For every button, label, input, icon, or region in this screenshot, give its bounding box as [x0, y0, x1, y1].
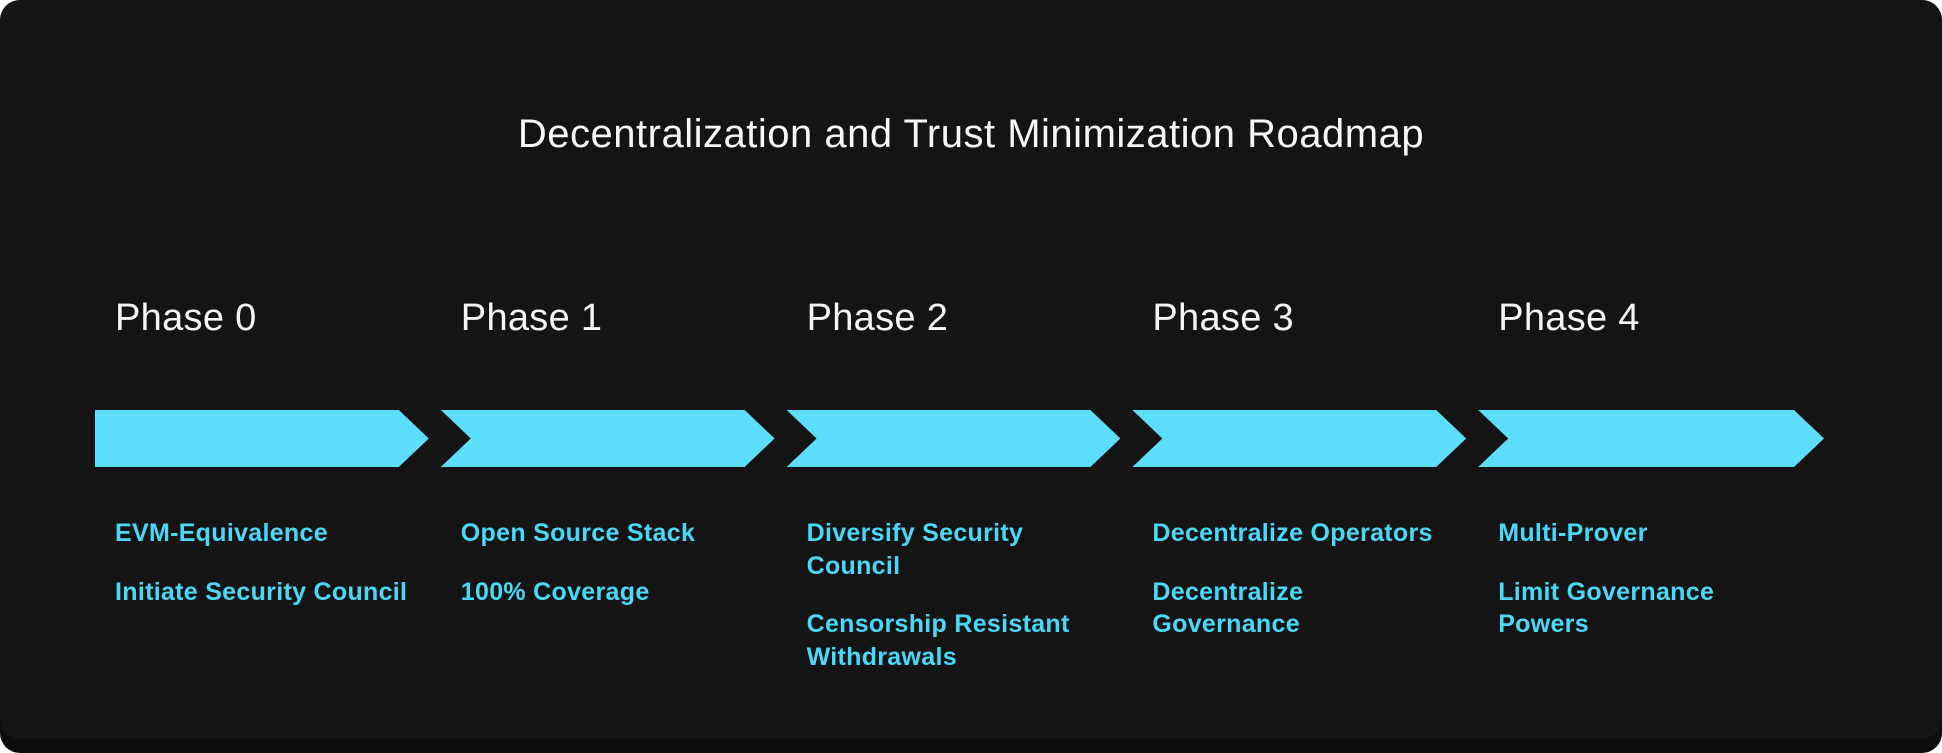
phase-item: EVM-Equivalence — [115, 519, 328, 547]
page-title: Decentralization and Trust Minimization … — [517, 112, 1425, 156]
phase-item: Open Source Stack — [460, 519, 696, 547]
phase-2-label: Phase 2 — [806, 297, 949, 339]
phase-labels-row: Phase 0 Phase 1 Phase 2 Phase 3 Phase 4 — [0, 297, 1942, 340]
phase-1-arrow — [441, 410, 775, 467]
phase-item: Initiate Security Council — [115, 577, 408, 606]
phase-item: Censorship Resistant Withdrawals — [806, 610, 1070, 671]
timeline-arrows — [0, 410, 1942, 467]
phase-3-label: Phase 3 — [1152, 297, 1294, 339]
phase-item: Decentralize Operators — [1152, 519, 1433, 547]
phase-items-row: EVM-Equivalence Initiate Security Counci… — [0, 517, 1942, 699]
phase-item: Limit Governance Powers — [1498, 577, 1715, 639]
phase-1-items: Open Source Stack 100% Coverage — [441, 517, 787, 699]
phase-item: Multi-Prover — [1498, 519, 1648, 547]
phase-item: Decentralize Governance — [1152, 577, 1304, 639]
phase-4-arrow — [1478, 410, 1824, 467]
phase-2-items: Diversify Security Council Censorship Re… — [787, 517, 1133, 699]
phase-0-arrow — [95, 410, 429, 467]
phase-0-items: EVM-Equivalence Initiate Security Counci… — [95, 517, 441, 699]
phase-0-label: Phase 0 — [115, 297, 257, 339]
phase-3-arrow — [1132, 410, 1466, 467]
phase-item: 100% Coverage — [460, 577, 650, 606]
phase-2-arrow — [787, 410, 1121, 467]
phase-item: Diversify Security Council — [806, 519, 1024, 580]
phase-4-label: Phase 4 — [1498, 297, 1640, 339]
phase-3-items: Decentralize Operators Decentralize Gove… — [1132, 517, 1478, 699]
phase-4-items: Multi-Prover Limit Governance Powers — [1478, 517, 1824, 699]
phase-1-label: Phase 1 — [460, 297, 603, 339]
